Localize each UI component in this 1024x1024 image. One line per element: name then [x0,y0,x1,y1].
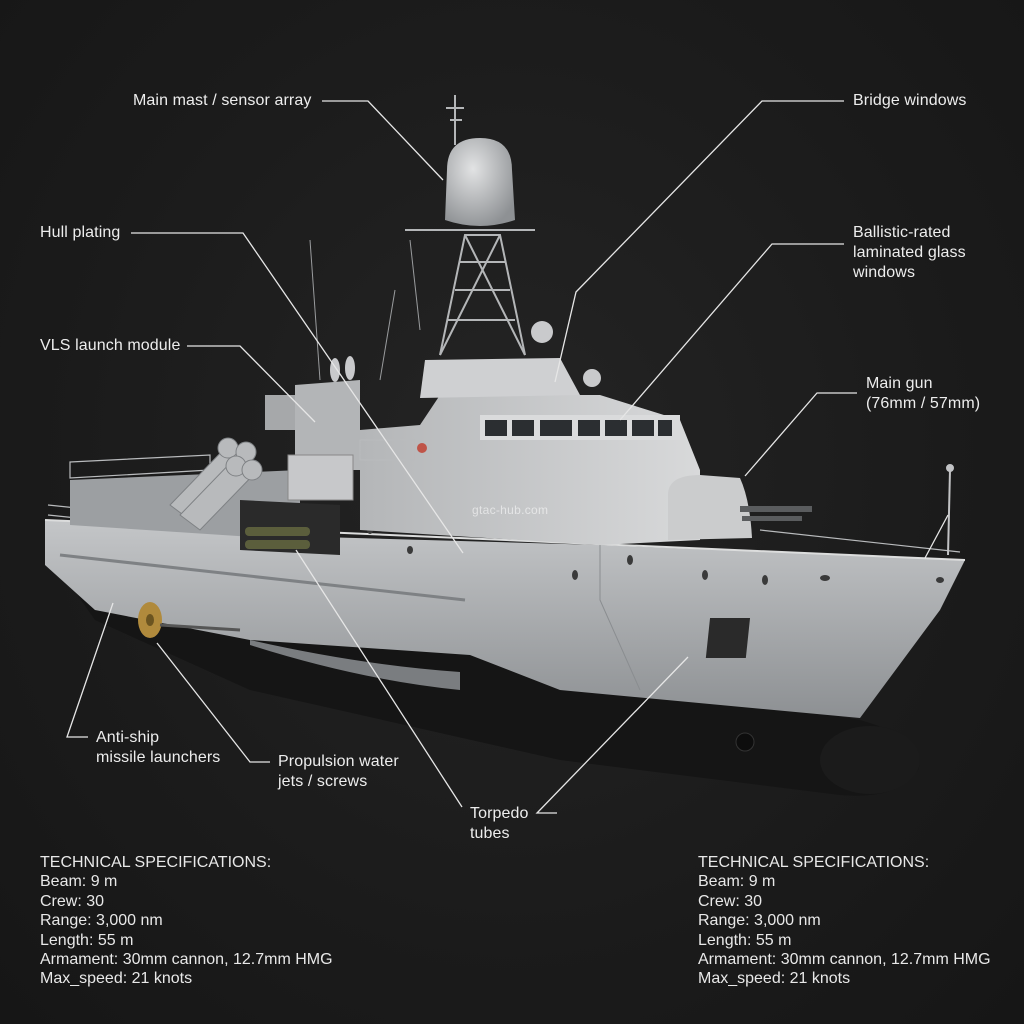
spec-row: Beam: 9 m [698,873,776,891]
watermark: gtac-hub.com [472,503,549,517]
spec-row: Armament: 30mm cannon, 12.7mm HMG [40,951,333,969]
label-main-mast: Main mast / sensor array [133,92,312,109]
label-bridge-windows: Bridge windows [853,92,967,109]
specs-right: TECHNICAL SPECIFICATIONS: Beam: 9 m Crew… [698,853,991,989]
spec-row: Range: 3,000 nm [698,912,821,930]
main-gun [668,475,812,540]
label-anti-ship-missiles: Anti-ship missile launchers [96,729,221,766]
spec-row: Max_speed: 21 knots [698,970,851,988]
spec-row: Max_speed: 21 knots [40,970,193,988]
spec-row: Armament: 30mm cannon, 12.7mm HMG [698,951,991,969]
label-vls-module: VLS launch module [40,337,181,354]
specs-title: TECHNICAL SPECIFICATIONS: [40,854,272,871]
spec-row: Length: 55 m [698,931,792,949]
spec-row: Length: 55 m [40,931,134,949]
main-mast [309,95,601,387]
spec-row: Range: 3,000 nm [40,912,163,930]
bow-staff [946,464,954,556]
propeller [138,602,241,638]
specs-title: TECHNICAL SPECIFICATIONS: [698,854,930,871]
specs-left: TECHNICAL SPECIFICATIONS: Beam: 9 m Crew… [40,853,333,989]
label-hull-plating: Hull plating [40,224,121,241]
label-propulsion: Propulsion water jets / screws [278,753,399,790]
label-torpedo-tubes: Torpedo tubes [470,805,529,842]
spec-row: Crew: 30 [40,892,105,910]
label-main-gun: Main gun (76mm / 57mm) [866,375,981,412]
label-ballistic-glass: Ballistic-rated laminated glass windows [853,224,966,281]
spec-row: Beam: 9 m [40,873,118,891]
spec-row: Crew: 30 [698,892,763,910]
